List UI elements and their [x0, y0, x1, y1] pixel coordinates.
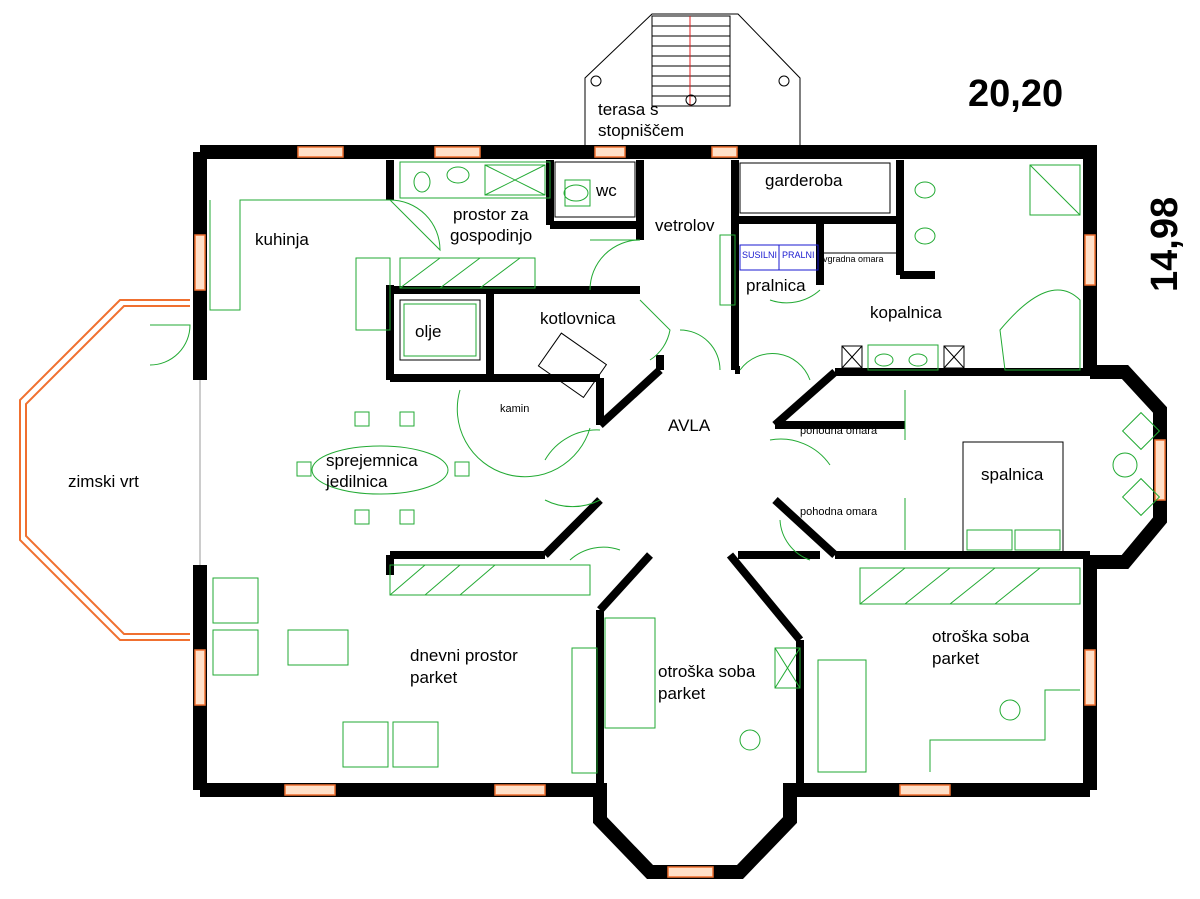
terasa-label-2: stopniščem	[598, 121, 684, 140]
kamin-label: kamin	[500, 403, 530, 415]
otroska-soba-2-label-1: otroška soba	[932, 627, 1030, 646]
prostor-gospodinjo-label-2: gospodinjo	[450, 226, 533, 245]
pralnica-label: pralnica	[746, 276, 806, 295]
pohodna-omara-2-label: pohodna omara	[800, 506, 878, 518]
exterior-walls	[193, 145, 1167, 879]
garderoba-label: garderoba	[765, 171, 843, 190]
height-dimension: 14,98	[1144, 196, 1186, 292]
dnevni-prostor-label-2: parket	[410, 668, 458, 687]
olje-label: olje	[415, 322, 442, 341]
spalnica-label: spalnica	[981, 465, 1044, 484]
width-dimension: 20,20	[968, 73, 1064, 115]
doors	[149, 199, 831, 561]
otroska-soba-1-label-1: otroška soba	[658, 662, 756, 681]
pohodna-omara-1-label: pohodna omara	[800, 425, 878, 437]
interior-walls	[386, 160, 1090, 790]
pralni-label: PRALNI	[782, 250, 815, 260]
kotlovnica-label: kotlovnica	[540, 309, 616, 328]
sprejemnica-label-1: sprejemnica	[326, 451, 418, 470]
furniture	[209, 161, 1161, 774]
windows	[194, 146, 1166, 878]
susilni-label: SUSILNI	[742, 250, 778, 260]
otroska-soba-2-label-2: parket	[932, 649, 980, 668]
otroska-soba-1-label-2: parket	[658, 684, 706, 703]
terasa-label-1: terasa s	[598, 100, 659, 119]
winter-garden	[19, 299, 201, 641]
avla-label: AVLA	[668, 416, 711, 435]
vetrolov-label: vetrolov	[655, 216, 715, 235]
fixtures-outline	[554, 161, 900, 254]
prostor-gospodinjo-label-1: prostor za	[453, 205, 529, 224]
kopalnica-label: kopalnica	[870, 303, 942, 322]
wc-label: wc	[596, 181, 617, 200]
dnevni-prostor-label-1: dnevni prostor	[410, 646, 518, 665]
vgradna-omara-label: vgradna omara	[823, 254, 884, 264]
zimski-vrt-label: zimski vrt	[68, 472, 139, 491]
kuhinja-label: kuhinja	[255, 230, 309, 249]
sprejemnica-label-2: jedilnica	[326, 472, 388, 491]
terrace	[584, 13, 801, 148]
